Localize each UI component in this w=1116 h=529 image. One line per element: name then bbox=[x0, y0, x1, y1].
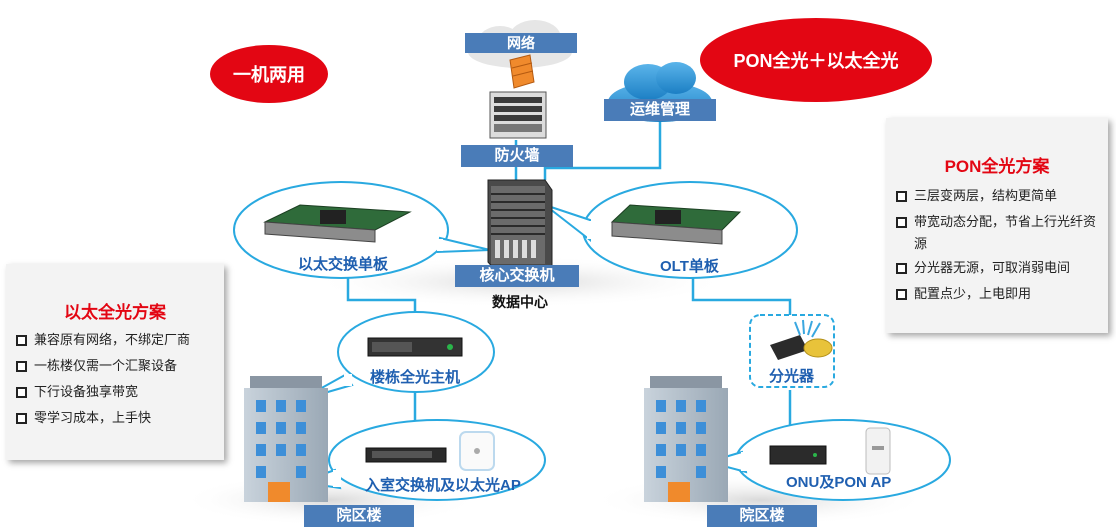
olt-board-label: OLT单板 bbox=[660, 258, 719, 275]
dual-use-badge: 一机两用 bbox=[210, 45, 328, 103]
eth-panel-item: 下行设备独享带宽 bbox=[14, 379, 216, 405]
onu-icon bbox=[769, 445, 827, 465]
building-host-icon bbox=[367, 337, 463, 357]
eth-panel-item: 兼容原有网络，不绑定厂商 bbox=[14, 327, 216, 353]
eth-panel-list: 兼容原有网络，不绑定厂商 一栋楼仅需一个汇聚设备 下行设备独享带宽 零学习成本，… bbox=[6, 327, 224, 431]
campus-building-left-icon bbox=[244, 376, 328, 502]
eth-panel-item: 一栋楼仅需一个汇聚设备 bbox=[14, 353, 216, 379]
firewall-label: 防火墙 bbox=[461, 145, 573, 167]
dual-use-text: 一机两用 bbox=[233, 65, 305, 85]
eth-board-icon bbox=[263, 204, 412, 243]
splitter-label: 分光器 bbox=[769, 368, 815, 385]
firewall-icon bbox=[509, 54, 535, 89]
pon-panel-list: 三层变两层，结构更简单 带宽动态分配，节省上行光纤资源 分光器无源，可取消弱电间… bbox=[886, 183, 1108, 307]
network-label: 网络 bbox=[465, 33, 577, 53]
data-center-label: 数据中心 bbox=[492, 294, 548, 310]
pon-ethernet-text: PON全光＋以太全光 bbox=[733, 51, 899, 71]
ops-mgmt-label: 运维管理 bbox=[604, 99, 716, 121]
building-host-label: 楼栋全光主机 bbox=[370, 369, 461, 386]
pon-panel-item: 配置点少，上电即用 bbox=[894, 281, 1100, 307]
ethernet-ap-icon bbox=[459, 431, 495, 471]
pon-ap-icon bbox=[865, 427, 891, 475]
core-switch-label: 核心交换机 bbox=[455, 265, 579, 287]
campus-left-label: 院区楼 bbox=[304, 505, 414, 527]
onu-ap-label: ONU及PON AP bbox=[786, 474, 892, 491]
pon-ethernet-badge: PON全光＋以太全光 bbox=[700, 18, 932, 102]
pon-panel-item: 带宽动态分配，节省上行光纤资源 bbox=[894, 209, 1100, 255]
olt-board-icon bbox=[610, 204, 742, 245]
core-switch-icon bbox=[487, 179, 553, 271]
eth-panel-item: 零学习成本，上手快 bbox=[14, 405, 216, 431]
eth-panel-title: 以太全光方案 bbox=[64, 303, 166, 322]
splitter-icon bbox=[770, 319, 833, 360]
pon-panel-item: 分光器无源，可取消弱电间 bbox=[894, 255, 1100, 281]
campus-building-right-icon bbox=[644, 376, 728, 502]
pon-panel-title: PON全光方案 bbox=[944, 157, 1050, 176]
pon-panel-item: 三层变两层，结构更简单 bbox=[894, 183, 1100, 209]
firewall-chassis-icon bbox=[489, 91, 547, 139]
eth-solution-panel: 以太全光方案 兼容原有网络，不绑定厂商 一栋楼仅需一个汇聚设备 下行设备独享带宽… bbox=[6, 264, 224, 460]
pon-solution-panel: PON全光方案 三层变两层，结构更简单 带宽动态分配，节省上行光纤资源 分光器无… bbox=[886, 118, 1108, 333]
indoor-switch-icon bbox=[365, 447, 447, 463]
indoor-switch-label: 入室交换机及以太光AP bbox=[365, 477, 521, 494]
campus-right-label: 院区楼 bbox=[707, 505, 817, 527]
eth-board-label: 以太交换单板 bbox=[298, 256, 389, 273]
